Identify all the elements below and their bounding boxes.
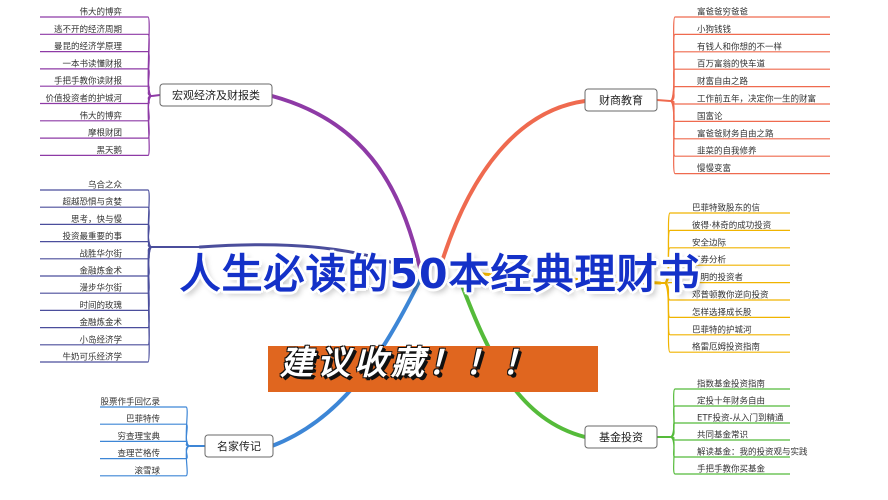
leaf-label: 金融炼金术	[79, 317, 122, 328]
leaf-label: ETF投资-从入门到精通	[697, 413, 784, 424]
leaf-label: 工作前五年，决定你一生的财富	[697, 94, 816, 105]
branch-label-macro: 宏观经济及财报类	[172, 88, 260, 102]
hub-stub	[151, 94, 161, 97]
leaf-label: 小狗钱钱	[697, 24, 732, 35]
leaf-label: 百万富翁的快车道	[697, 59, 766, 70]
leaf-label: 摩根财团	[88, 128, 122, 139]
leaf-label: 投资最重要的事	[62, 231, 122, 242]
leaf-label: 安全边际	[692, 237, 727, 248]
mind-map-nodes: 伟大的博弈逃不开的经济周期曼昆的经济学原理一本书读懂财报手把手教你读财报价值投资…	[45, 7, 816, 477]
leaf-connector	[147, 206, 153, 248]
leaf-label: 格雷厄姆投资指南	[692, 342, 760, 353]
leaf-connector	[147, 51, 153, 97]
leaf-label: 黑天鹅	[96, 145, 122, 156]
leaf-label: 富爸爸穷爸爸	[697, 7, 749, 18]
branch-node-wealth	[584, 88, 658, 112]
leaf-label: 邓普顿教你逆向投资	[692, 290, 769, 301]
leaf-label: 彼得·林奇的成功投资	[692, 220, 772, 231]
leaf-label: 价值投资者的护城河	[45, 93, 122, 104]
branch-label-wealth: 财商教育	[599, 93, 643, 107]
leaf-label: 解读基金：我的投资观与实践	[697, 447, 808, 458]
leaf-connector	[663, 282, 671, 353]
leaf-label: 有钱人和你想的不一样	[697, 41, 783, 52]
leaf-connector	[147, 95, 153, 156]
leaf-label: 牛奶可乐经济学	[62, 352, 122, 363]
main-branch-line	[438, 99, 587, 270]
leaf-label: 怎样选择成长股	[692, 307, 752, 318]
banner-text: 建议收藏！！！	[280, 343, 539, 382]
leaf-label: 富爸爸财务自由之路	[697, 128, 774, 139]
leaf-connector	[185, 445, 191, 477]
leaf-label: 国富论	[697, 111, 723, 122]
leaf-label: 聪明的投资者	[692, 272, 744, 283]
leaf-label: 股票作手回忆录	[100, 397, 160, 408]
leaf-label: 手把手教你读财报	[54, 76, 123, 87]
leaf-label: 慢慢变富	[697, 163, 731, 174]
leaf-label: 巴菲特的护城河	[692, 324, 752, 335]
branch-node-macro	[159, 83, 273, 107]
leaf-connector	[147, 246, 153, 363]
leaf-connector	[669, 436, 676, 475]
leaf-label: 穷查理宝典	[117, 431, 160, 442]
leaf-connector	[663, 247, 671, 284]
center-title: 人生必读的50本经典理财书	[179, 250, 701, 298]
leaf-connector	[669, 100, 676, 175]
leaf-label: 一本书读懂财报	[62, 58, 122, 69]
leaf-label: 战胜华尔街	[79, 248, 122, 259]
leaf-label: 巴菲特传	[126, 414, 161, 425]
branch-node-fund	[584, 425, 658, 449]
hub-stub	[656, 99, 671, 102]
leaf-label: 伟大的博弈	[79, 110, 122, 121]
leaf-label: 查理芒格传	[117, 448, 160, 459]
leaf-label: 思考，快与慢	[71, 214, 123, 225]
leaf-label: 漫步华尔街	[79, 283, 122, 294]
leaf-connector	[185, 406, 191, 447]
leaf-label: 滚雪球	[134, 465, 160, 476]
main-branch-line	[198, 243, 417, 274]
leaf-label: 逃不开的经济周期	[54, 24, 122, 35]
leaf-label: 证券分析	[692, 255, 727, 266]
branch-label-fund: 基金投资	[599, 430, 643, 444]
leaf-label: 定投十年财务自由	[697, 396, 765, 407]
branch-node-bio	[204, 434, 274, 458]
leaf-label: 共同基金常识	[697, 430, 748, 441]
leaf-label: 超越恐惧与贪婪	[62, 197, 122, 208]
leaf-label: 曼昆的经济学原理	[54, 41, 123, 52]
main-branch-line	[270, 94, 422, 270]
leaf-label: 时间的玫瑰	[79, 300, 122, 311]
leaf-label: 巴菲特致股东的信	[692, 203, 761, 214]
main-branch-line	[458, 270, 662, 285]
leaf-label: 小岛经济学	[79, 334, 122, 345]
leaf-connector	[669, 68, 676, 102]
leaf-label: 手把手教你买基金	[697, 464, 766, 475]
banner-background	[268, 346, 598, 392]
leaf-label: 乌合之众	[88, 180, 123, 191]
branch-label-bio: 名家传记	[217, 439, 261, 453]
leaf-label: 金融炼金术	[79, 266, 122, 277]
leaf-label: 伟大的博弈	[79, 7, 122, 18]
leaf-label: 财富自由之路	[697, 76, 749, 87]
leaf-label: 韭菜的自我修养	[697, 146, 757, 157]
leaf-label: 指数基金投资指南	[697, 379, 765, 390]
